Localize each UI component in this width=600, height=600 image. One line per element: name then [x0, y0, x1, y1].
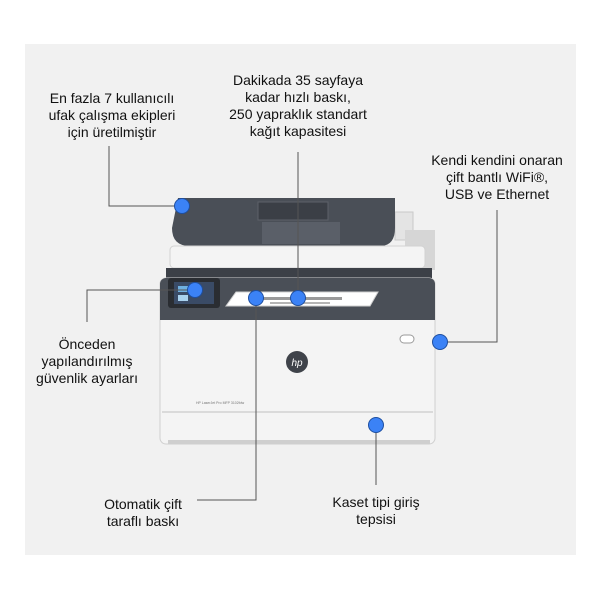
model-label: HP LaserJet Pro MFP 3102fdw [196, 401, 245, 405]
callout-connectivity-line: çift bantlı WiFi®, [445, 169, 549, 185]
callout-dot-duplex[interactable] [248, 290, 264, 306]
hp-logo-text: hp [291, 358, 303, 369]
callout-dot-security[interactable] [187, 282, 203, 298]
callout-security-line: güvenlik ayarları [36, 370, 138, 386]
callout-speed-line: kağıt kapasitesi [249, 123, 347, 139]
screen-tile-c [178, 295, 188, 301]
callout-speed-line: Dakikada 35 sayfaya [233, 72, 363, 88]
callout-users-line: için üretilmiştir [67, 124, 157, 140]
hp-logo-icon [286, 351, 308, 373]
callout-connectivity-line: USB ve Ethernet [444, 186, 550, 202]
callout-tray: Kaset tipi giriş tepsisi [316, 494, 436, 528]
callout-tray-line: tepsisi [356, 511, 396, 527]
line-duplex [197, 298, 257, 501]
screen-tile-a [178, 286, 188, 292]
callout-security-line: yapılandırılmış [41, 353, 133, 369]
callout-users: En fazla 7 kullanıcılı ufak çalışma ekip… [32, 90, 192, 141]
callout-speed-line: 250 yapraklık standart [229, 106, 367, 122]
callout-duplex: Otomatik çift taraflı baskı [92, 496, 194, 530]
power-button [399, 334, 415, 344]
callout-tray-line: Kaset tipi giriş [332, 494, 420, 510]
callout-duplex-line: taraflı baskı [106, 513, 180, 529]
callout-users-line: En fazla 7 kullanıcılı [49, 90, 175, 106]
line-connectivity [440, 210, 498, 343]
callout-duplex-line: Otomatik çift [104, 496, 182, 512]
line-users [108, 146, 182, 207]
callout-dot-connectivity[interactable] [432, 334, 448, 350]
scanner-base [166, 268, 432, 278]
callout-connectivity-line: Kendi kendini onaran [431, 152, 563, 168]
line-security [86, 289, 195, 322]
callout-security: Önceden yapılandırılmış güvenlik ayarlar… [28, 336, 146, 387]
callout-users-line: ufak çalışma ekipleri [48, 107, 176, 123]
feeder-paper-guide [262, 222, 340, 244]
callout-security-line: Önceden [58, 336, 116, 352]
printer-feet [168, 440, 430, 444]
callout-connectivity: Kendi kendini onaran çift bantlı WiFi®, … [412, 152, 582, 203]
callout-dot-tray[interactable] [368, 417, 384, 433]
callout-dot-speed[interactable] [290, 290, 306, 306]
callout-speed: Dakikada 35 sayfaya kadar hızlı baskı, 2… [208, 72, 388, 140]
feeder-slot [257, 201, 329, 221]
callout-dot-users[interactable] [174, 198, 190, 214]
callout-speed-line: kadar hızlı baskı, [245, 89, 351, 105]
